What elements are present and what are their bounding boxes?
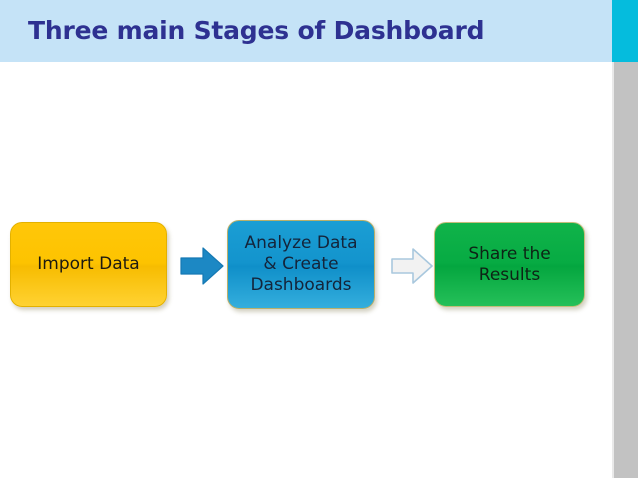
side-rail-highlight (612, 62, 614, 478)
stage-label-import-data: Import Data (37, 254, 140, 274)
header-band (0, 0, 612, 62)
header-accent-strip (612, 0, 638, 62)
stage-box-analyze-data[interactable]: Analyze Data & Create Dashboards (227, 220, 375, 309)
side-rail (612, 62, 638, 478)
page-title: Three main Stages of Dashboard (28, 16, 485, 45)
stage-box-share-results[interactable]: Share the Results (434, 222, 585, 307)
stage-flow-diagram: Import Data Analyze Data & Create Dashbo… (0, 210, 612, 320)
stage-box-import-data[interactable]: Import Data (10, 222, 167, 307)
arrow-right-icon-two (389, 244, 435, 288)
stage-label-analyze-data: Analyze Data & Create Dashboards (244, 233, 358, 295)
arrow-right-icon-one (179, 244, 225, 288)
stage-label-share-results: Share the Results (468, 243, 551, 285)
